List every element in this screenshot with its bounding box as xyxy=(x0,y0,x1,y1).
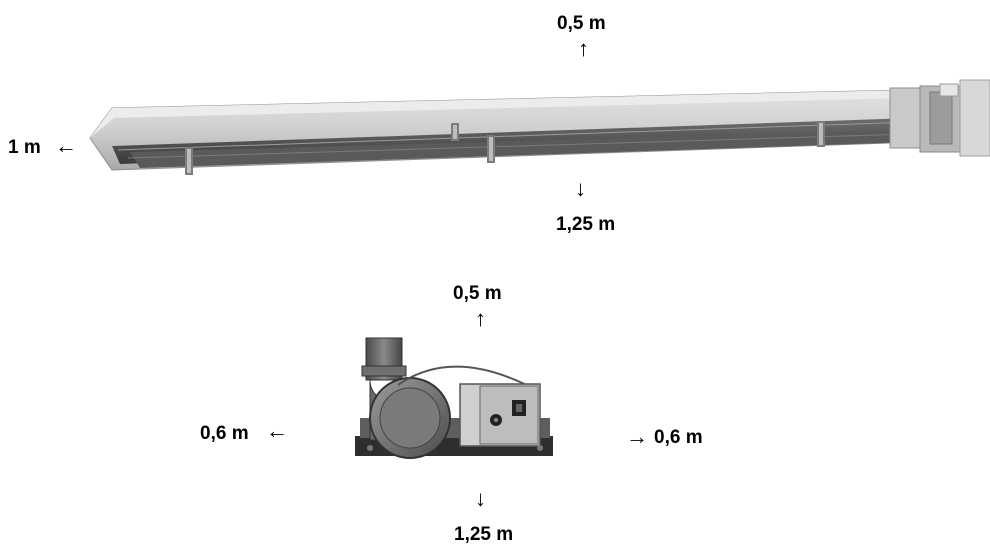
heater-side-clearance-label: 1 m xyxy=(8,137,41,158)
burner-left-clearance-label: 0,6 m xyxy=(200,423,249,444)
heater-top-clearance-label: 0,5 m xyxy=(557,13,606,34)
burner-bottom-clearance-label: 1,25 m xyxy=(454,524,514,545)
burner-top-clearance-label: 0,5 m xyxy=(453,283,502,304)
burner-unit xyxy=(355,337,553,459)
arrow-down-icon: ↓ xyxy=(475,486,486,511)
radiant-tube-heater xyxy=(89,79,990,175)
heater-bottom-clearance-label: 1,25 m xyxy=(556,214,616,235)
burner-right-clearance-label: 0,6 m xyxy=(654,427,703,448)
arrow-left-icon: ← xyxy=(266,418,288,443)
arrow-up-icon: ↑ xyxy=(475,306,486,331)
arrow-up-icon: ↑ xyxy=(578,36,589,61)
arrow-left-icon: ← xyxy=(55,133,77,158)
arrow-right-icon: → xyxy=(626,424,648,449)
arrow-down-icon: ↓ xyxy=(575,176,586,201)
